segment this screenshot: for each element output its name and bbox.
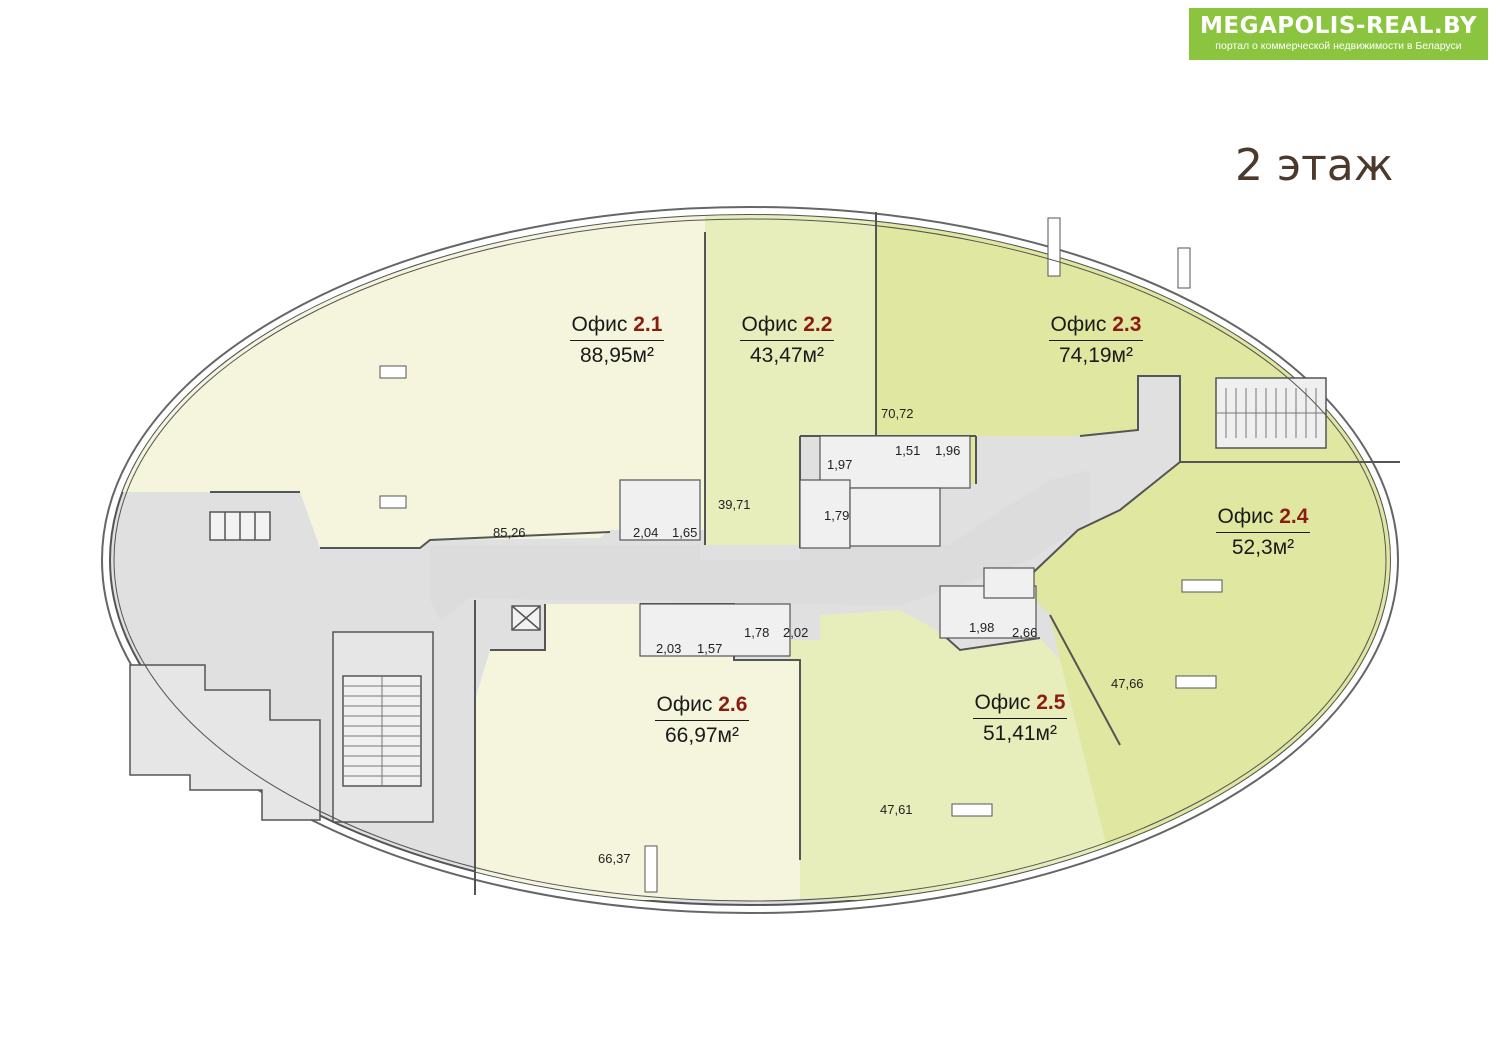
office-label-2-3: Офис 2.3 74,19м² — [1016, 312, 1176, 371]
dimension-label: 2,02 — [783, 625, 809, 640]
dimension-label: 2,03 — [656, 641, 682, 656]
office-2-5-zone — [790, 610, 1120, 900]
office-label-2-1: Офис 2.1 88,95м² — [537, 312, 697, 371]
dimension-label: 2,04 — [633, 525, 659, 540]
office-area: 88,95м² — [580, 344, 654, 367]
dimension-label: 47,61 — [880, 802, 913, 817]
office-name: Офис 2.5 — [972, 690, 1068, 719]
office-name: Офис 2.4 — [1215, 504, 1311, 533]
dimension-label: 47,66 — [1111, 676, 1144, 691]
dimension-label: 1,65 — [672, 525, 698, 540]
elevator-block — [209, 511, 541, 631]
office-area: 74,19м² — [1059, 344, 1133, 367]
office-area: 51,41м² — [983, 722, 1057, 745]
office-label-2-2: Офис 2.2 43,47м² — [707, 312, 867, 371]
dimension-label: 2,66 — [1012, 625, 1038, 640]
office-label-2-4: Офис 2.4 52,3м² — [1183, 504, 1343, 563]
office-2-2-zone — [705, 215, 876, 545]
office-name: Офис 2.2 — [739, 312, 835, 341]
office-label-2-5: Офис 2.5 51,41м² — [940, 690, 1100, 749]
dimension-label: 1,78 — [744, 625, 770, 640]
dimension-label: 39,71 — [718, 497, 751, 512]
office-name: Офис 2.3 — [1048, 312, 1144, 341]
dimension-label: 70,72 — [881, 406, 914, 421]
dimension-label: 1,97 — [827, 457, 853, 472]
logo-subtitle: портал о коммерческой недвижимости в Бел… — [1215, 40, 1462, 52]
office-name: Офис 2.1 — [569, 312, 665, 341]
left-stairwell — [332, 631, 434, 823]
dimension-label: 1,79 — [824, 508, 850, 523]
office-area: 66,97м² — [665, 724, 739, 747]
dimension-label: 1,98 — [969, 620, 995, 635]
office-area: 43,47м² — [750, 344, 824, 367]
office-name: Офис 2.6 — [654, 692, 750, 721]
floor-title: 2 этаж — [1235, 140, 1394, 191]
building-outline — [101, 206, 1399, 914]
dimension-label: 1,51 — [895, 443, 921, 458]
restrooms — [619, 435, 1037, 657]
dimension-label: 66,37 — [598, 851, 631, 866]
site-logo[interactable]: MEGAPOLIS-REAL.BY портал о коммерческой … — [1189, 8, 1488, 60]
corridor — [430, 470, 1090, 620]
office-2-6-zone — [475, 604, 800, 900]
dimension-label: 1,96 — [935, 443, 961, 458]
office-area: 52,3м² — [1231, 536, 1295, 559]
dimension-label: 85,26 — [493, 525, 526, 540]
office-label-2-6: Офис 2.6 66,97м² — [622, 692, 782, 751]
logo-title: MEGAPOLIS-REAL.BY — [1199, 13, 1478, 39]
dimension-label: 1,57 — [697, 641, 723, 656]
